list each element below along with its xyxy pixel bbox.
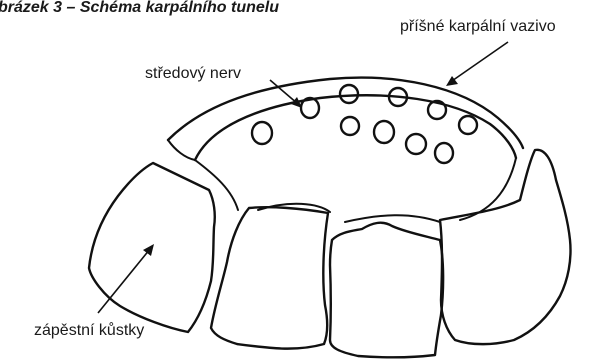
tendon: [340, 85, 358, 103]
tendon: [406, 134, 426, 154]
tendon: [435, 143, 453, 163]
carpal-bone-4: [440, 150, 571, 344]
bones-label: zápěstní kůstky: [34, 321, 144, 339]
tendon: [374, 121, 394, 143]
tendon: [252, 122, 272, 144]
bones-arrow: [98, 244, 154, 313]
figure-title: brázek 3 – Schéma karpálního tunelu: [0, 0, 279, 16]
tunnel-floor: [195, 158, 516, 222]
tendons: [252, 85, 477, 163]
tendon: [341, 117, 359, 135]
ligament-label: příšné karpální vazivo: [400, 18, 556, 35]
median-nerve: [301, 98, 319, 118]
tunnel-left-edge: [168, 140, 195, 160]
ligament-arrow: [446, 42, 508, 86]
carpal-bone-2: [211, 207, 328, 348]
tendon: [459, 116, 477, 134]
ligament-inner-arc: [195, 95, 516, 160]
nerve-label: středový nerv: [145, 65, 241, 82]
carpal-bone-3: [330, 223, 443, 358]
